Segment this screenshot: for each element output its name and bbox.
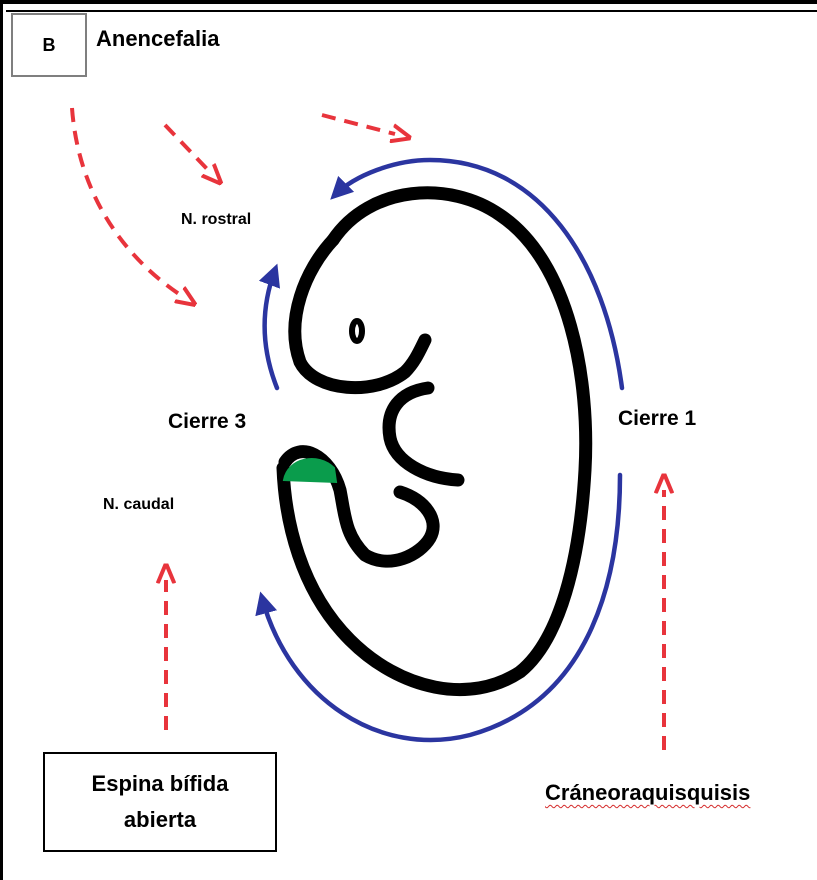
anencephaly-arrow-middle (165, 125, 210, 172)
spina-bifida-label-line1: Espina bífida (92, 766, 229, 802)
spina-bifida-label-line2: abierta (124, 802, 196, 838)
embryo-outline (283, 193, 586, 690)
embryo-head-curve (295, 240, 425, 388)
anencephaly-label: Anencefalia (96, 26, 220, 52)
closure-3-arrow (265, 270, 277, 388)
spina-bifida-box: Espina bífida abierta (43, 752, 277, 852)
embryo-back-curve (283, 193, 586, 690)
caudal-neuropore-label: N. caudal (103, 496, 174, 514)
embryo-eye (352, 321, 362, 341)
embryo-jaw-curve (389, 388, 458, 480)
closure-3-label: Cierre 3 (168, 410, 246, 434)
anencephaly-arrow-right (322, 115, 395, 134)
panel-letter: B (11, 13, 87, 77)
rostral-neuropore-label: N. rostral (181, 211, 251, 229)
anencephaly-arrow-left (72, 108, 182, 296)
closure-1-label: Cierre 1 (618, 407, 696, 431)
craniorachischisis-label: Cráneoraquisquisis (545, 780, 750, 806)
